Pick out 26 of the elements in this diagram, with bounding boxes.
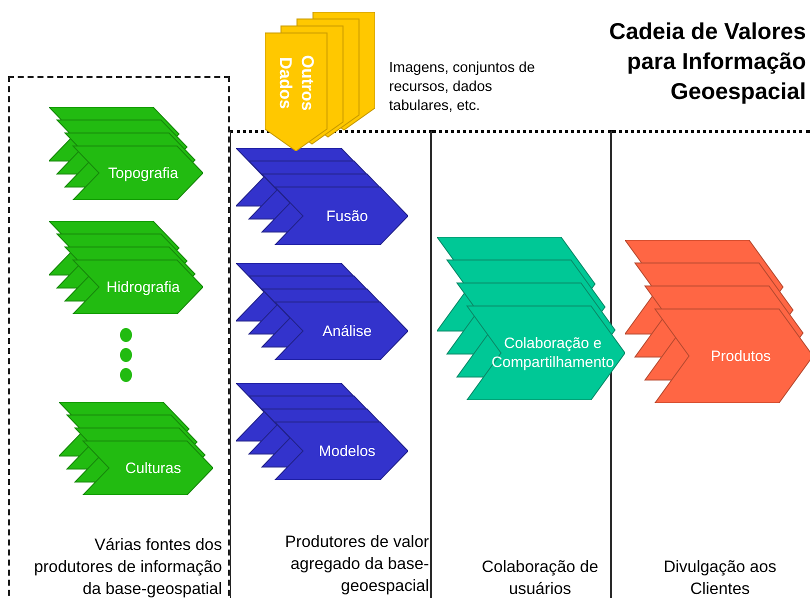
chevron-stack — [59, 402, 213, 495]
column-panel — [8, 76, 230, 598]
column-caption: Várias fontes dos produtores de informação da base-geospatial — [32, 535, 222, 598]
chevron-label: Topografia — [107, 164, 180, 184]
chevron-stack — [236, 148, 408, 245]
chevron-stack — [49, 221, 203, 314]
chevron-label: Produtos — [710, 346, 772, 366]
chevron-label: Outros Dados — [275, 54, 318, 113]
chevron-label: Análise — [321, 322, 373, 342]
column-caption: Produtores de valor agregado da base-geoespacial — [284, 532, 429, 597]
chevron-label: Fusão — [325, 206, 369, 226]
column-panel — [230, 130, 432, 598]
chevron-stack — [236, 383, 408, 480]
chevron-stack — [236, 263, 408, 360]
column-caption: Colaboração de usuários — [480, 557, 600, 598]
column-caption: Divulgação aos Clientes — [662, 557, 778, 598]
chevron-stack — [437, 237, 625, 400]
chevron-label: Hidrografia — [106, 278, 181, 298]
chevron-stack — [49, 107, 203, 200]
diagram-title: Cadeia de Valores para Informação Geoespacial — [608, 17, 806, 106]
chevron-label: Culturas — [124, 458, 182, 478]
chevron-label: Colaboração e Compartilhamento — [490, 334, 616, 373]
annotation-text: Imagens, conjuntos de recursos, dados tabulares, etc. — [389, 59, 536, 116]
chevron-label: Modelos — [318, 442, 376, 462]
chevron-stack — [625, 240, 810, 403]
down-chevron-stack — [265, 12, 375, 151]
